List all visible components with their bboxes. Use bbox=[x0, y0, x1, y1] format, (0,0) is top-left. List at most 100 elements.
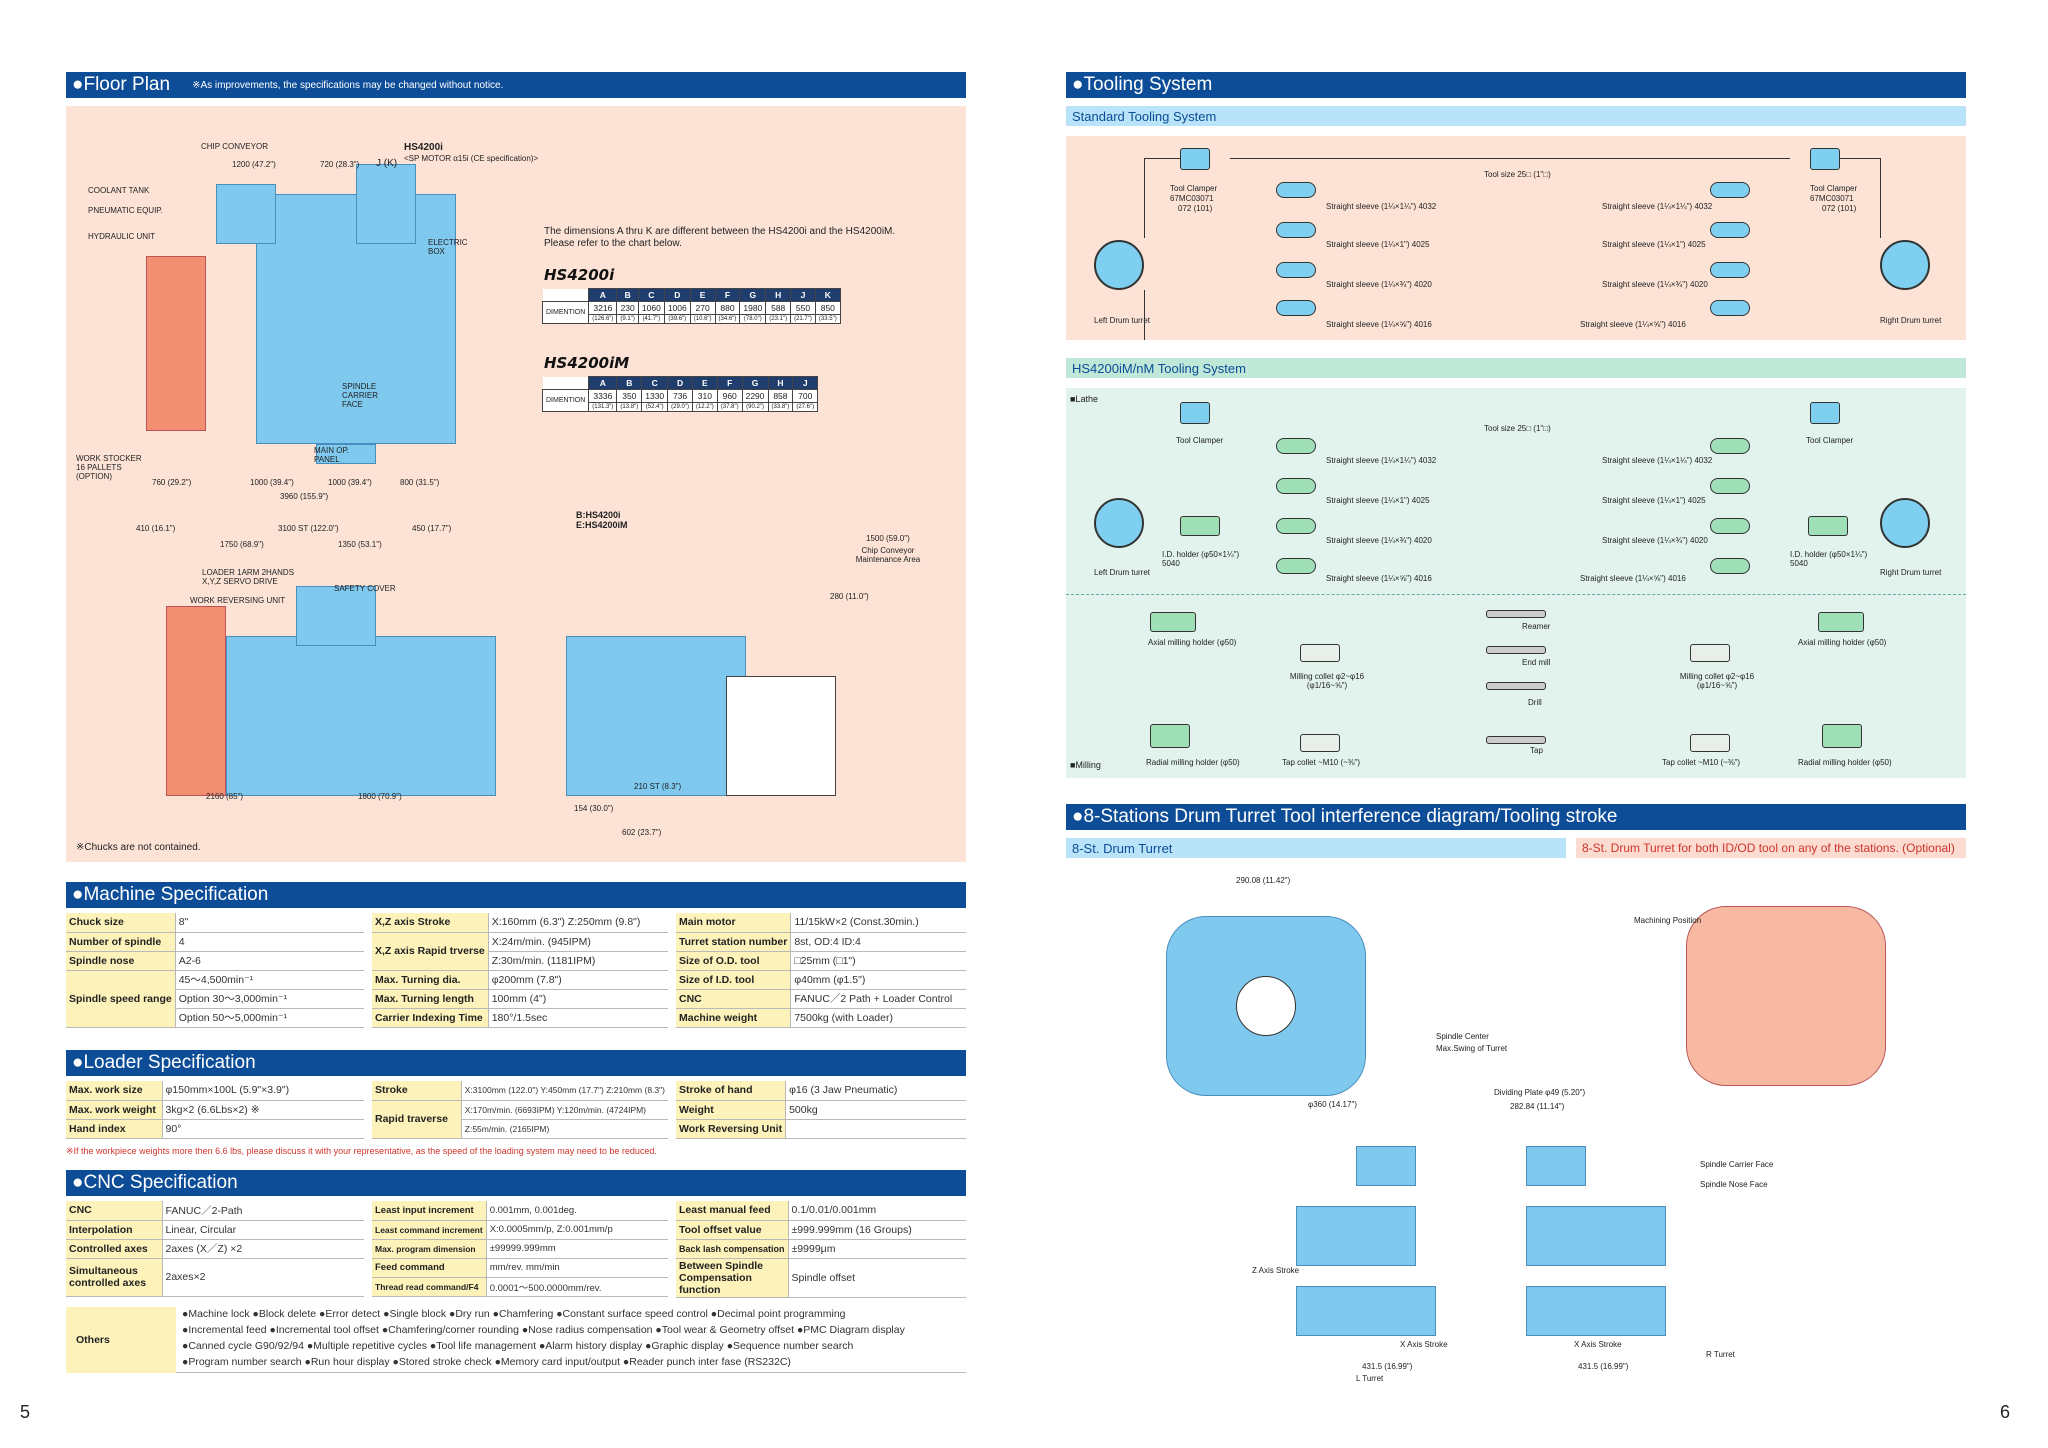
spec-key: Interpolation bbox=[66, 1220, 163, 1240]
collet-label-l: Milling collet φ2~φ16 (φ1/16~⅝") bbox=[1289, 672, 1365, 691]
spindle-carrier-r bbox=[1526, 1146, 1586, 1186]
page-number-left: 5 bbox=[20, 1402, 31, 1422]
spec-value: X:170m/min. (6693IPM) Y:120m/min. (4724I… bbox=[461, 1100, 668, 1120]
tool-clamper-code-l: 67MC03071 bbox=[1170, 194, 1214, 203]
spec-key: X,Z axis Rapid trverse bbox=[372, 932, 489, 971]
spec-key: Max. program dimension bbox=[372, 1239, 487, 1259]
dim-1750: 1750 (68.9") bbox=[220, 540, 264, 549]
spec-value: Spindle offset bbox=[788, 1258, 966, 1298]
spindle-carrier-l bbox=[1356, 1146, 1416, 1186]
max-swing-label: Max.Swing of Turret bbox=[1436, 1044, 1508, 1053]
safety-cover-label: SAFETY COVER bbox=[334, 584, 396, 593]
sleeve-label-l: Straight sleeve (1¼×¾") 4020 bbox=[1326, 280, 1432, 289]
cell: (9.1") bbox=[616, 314, 639, 324]
x-stroke-label-l: X Axis Stroke bbox=[1400, 1340, 1448, 1349]
spec-key: Stroke of hand bbox=[676, 1081, 787, 1101]
hs4200im-brand: HS4200iM bbox=[544, 354, 630, 372]
side-body bbox=[566, 636, 746, 796]
cell: 588 bbox=[765, 301, 792, 315]
tap-icon bbox=[1486, 736, 1546, 744]
tap-collet-label-r: Tap collet ~M10 (~⅜") bbox=[1662, 758, 1740, 767]
axial-label-r: Axial milling holder (φ50) bbox=[1798, 638, 1887, 647]
dimension-intro: The dimensions A thru K are different be… bbox=[544, 226, 896, 249]
tap-collet-label-l: Tap collet ~M10 (~⅜") bbox=[1282, 758, 1360, 767]
sleeve-icon bbox=[1710, 222, 1750, 238]
spec-value: φ150mm×100L (5.9"×3.9") bbox=[162, 1081, 364, 1101]
spec-key: Spindle nose bbox=[66, 951, 176, 971]
col-head: A bbox=[588, 288, 618, 302]
spec-key: Max. work weight bbox=[66, 1100, 163, 1120]
tooling-title: ●Tooling System bbox=[1072, 74, 1213, 95]
spec-value: 4 bbox=[175, 932, 364, 952]
dim-2160: 2160 (85") bbox=[206, 792, 244, 801]
sleeve-label-r: Straight sleeve (1¼×1") 4025 bbox=[1602, 240, 1706, 249]
spec-value: 8" bbox=[175, 913, 364, 933]
tool-clamper-left bbox=[1180, 148, 1210, 170]
spindle-center-label: Spindle Center bbox=[1436, 1032, 1489, 1041]
loader-gantry bbox=[296, 586, 376, 646]
loader-spec-title: ●Loader Specification bbox=[72, 1052, 256, 1073]
cell: 270 bbox=[689, 301, 716, 315]
connector bbox=[1880, 158, 1881, 238]
tool-clamper-right bbox=[1810, 402, 1840, 424]
connector bbox=[1230, 158, 1790, 159]
id-holder-label-l: I.D. holder (φ50×1¼") 5040 bbox=[1162, 550, 1240, 569]
dividing-plate-label: Dividing Plate φ49 (5.20") bbox=[1494, 1088, 1586, 1097]
drill-label: Drill bbox=[1528, 698, 1542, 707]
col-head: J bbox=[790, 288, 816, 302]
sleeve-label-l: Straight sleeve (1¼×⅝") 4016 bbox=[1326, 574, 1432, 583]
tool-clamper-label-l: Tool Clamper bbox=[1176, 436, 1224, 445]
col-head: H bbox=[767, 376, 794, 390]
sleeve-icon bbox=[1276, 300, 1316, 316]
spec-key: Carrier Indexing Time bbox=[372, 1008, 489, 1028]
col-head: G bbox=[741, 376, 769, 390]
cell: 736 bbox=[667, 389, 693, 403]
col-head: G bbox=[739, 288, 767, 302]
chip-conveyor-maint-label: Chip Conveyor Maintenance Area bbox=[855, 546, 921, 565]
spec-key: CNC bbox=[676, 989, 792, 1009]
col-head: E bbox=[689, 288, 716, 302]
tool-size-label: Tool size 25□ (1"□) bbox=[1484, 170, 1551, 179]
machine-side-view bbox=[536, 546, 866, 846]
sleeve-label-l: Straight sleeve (1¼×1¼") 4032 bbox=[1326, 456, 1437, 465]
cell: 3216 bbox=[588, 301, 618, 315]
cell: 2290 bbox=[741, 389, 769, 403]
chucks-note: ※Chucks are not contained. bbox=[76, 842, 201, 853]
spec-value: Option 30～3,000min⁻¹ bbox=[175, 989, 364, 1009]
page-number-right: 6 bbox=[2000, 1402, 2011, 1422]
right-drum-icon bbox=[1880, 240, 1930, 290]
hs-title-label: HS4200i bbox=[404, 142, 443, 153]
axial-holder-icon bbox=[1818, 612, 1864, 632]
spec-value: 180°/1.5sec bbox=[488, 1008, 668, 1028]
axial-holder-icon bbox=[1150, 612, 1196, 632]
spindle-carrier bbox=[356, 164, 416, 244]
machine-top-view bbox=[206, 154, 466, 484]
dim-602: 602 (23.7") bbox=[622, 828, 662, 837]
left-drum-label: Left Drum turret bbox=[1094, 568, 1151, 577]
spec-key: Max. Turning dia. bbox=[372, 970, 489, 990]
cell: 858 bbox=[767, 389, 794, 403]
tool-clamper-num-l: 072 (101) bbox=[1178, 204, 1213, 213]
tool-clamper-code-r: 67MC03071 bbox=[1810, 194, 1854, 203]
r-turret-body bbox=[1526, 1206, 1666, 1266]
std-tooling-subheader: Standard Tooling System bbox=[1066, 106, 1966, 126]
connector bbox=[1840, 158, 1880, 159]
cnc-others-row: Others ●Machine lock ●Block delete ●Erro… bbox=[66, 1307, 966, 1373]
sleeve-icon bbox=[1276, 558, 1316, 574]
spec-value: 100mm (4") bbox=[488, 989, 668, 1009]
spec-key: Between Spindle Compensation function bbox=[676, 1258, 789, 1298]
spec-value: X:24m/min. (945IPM) bbox=[488, 932, 668, 952]
radial-holder-icon bbox=[1822, 724, 1862, 748]
spec-change-note: ※As improvements, the specifications may… bbox=[192, 79, 504, 91]
col-head: C bbox=[637, 288, 665, 302]
coolant-tank-label: COOLANT TANK bbox=[88, 186, 150, 195]
spec-key: Chuck size bbox=[66, 913, 176, 933]
axial-label-l: Axial milling holder (φ50) bbox=[1148, 638, 1237, 647]
dim-1350: 1350 (53.1") bbox=[338, 540, 382, 549]
connector bbox=[1144, 290, 1145, 340]
spec-value: Option 50～5,000min⁻¹ bbox=[175, 1008, 364, 1028]
